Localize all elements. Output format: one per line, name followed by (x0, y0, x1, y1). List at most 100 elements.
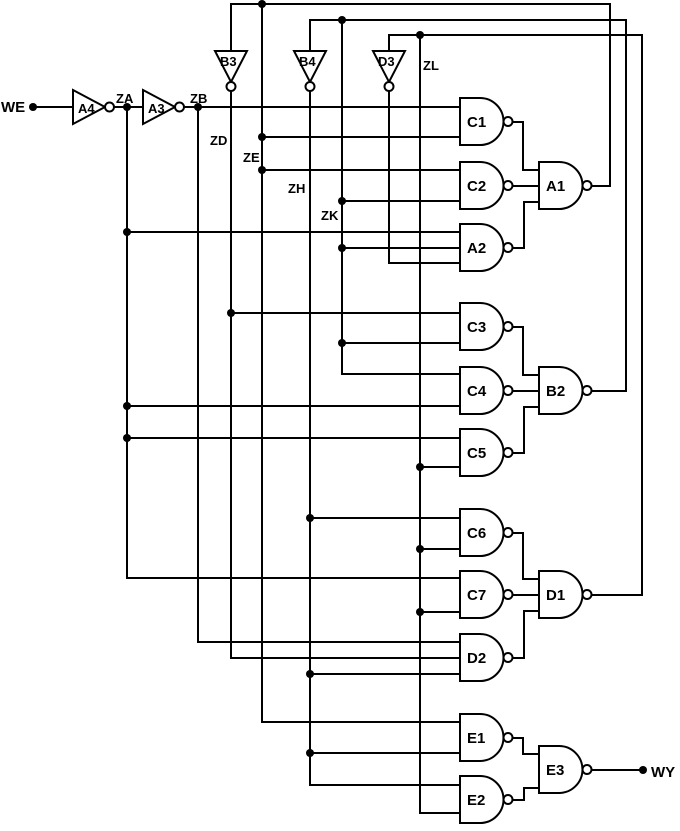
inversion-bubble-icon (581, 180, 593, 191)
wire-d1-feedback (388, 34, 643, 596)
nand-body (459, 428, 505, 477)
nand-gate-D1: D1 (538, 570, 593, 619)
wire-b2-feedback (309, 19, 627, 392)
wire-zb-bus (197, 107, 460, 643)
inverter-body (142, 88, 178, 126)
signal-label-ZH: ZH (288, 181, 305, 196)
nand-gate-C2: C2 (459, 161, 514, 210)
inverter-gate-B3: B3 (213, 50, 249, 92)
gate-label-D2: D2 (467, 650, 486, 667)
wire-zl-bus (419, 35, 460, 814)
gate-label-A1: A1 (546, 178, 565, 195)
gate-label-B4: B4 (299, 54, 316, 69)
nand-body (538, 745, 584, 794)
nand-body (538, 570, 584, 619)
nand-body (459, 775, 505, 824)
wire-c5-to-b2 (512, 406, 539, 454)
nand-body (459, 97, 505, 146)
wire-zd-bus (230, 91, 460, 659)
gate-label-B3: B3 (220, 54, 237, 69)
junction-dot (338, 16, 346, 24)
gate-label-A3: A3 (148, 101, 165, 116)
nand-body (459, 302, 505, 351)
junction-dot (306, 514, 314, 522)
inverter-gate-A3: A3 (142, 88, 185, 126)
inverter-gate-A4: A4 (72, 88, 115, 126)
inversion-bubble-icon (383, 81, 395, 92)
inversion-bubble-icon (502, 527, 514, 538)
inversion-bubble-icon (502, 447, 514, 458)
gate-label-E3: E3 (546, 762, 564, 779)
inversion-bubble-icon (502, 589, 514, 600)
wy-terminal-dot (639, 766, 647, 774)
junction-dot (338, 244, 346, 252)
wire-ze-bus (261, 4, 460, 723)
inverter-body (72, 88, 108, 126)
gate-label-A2: A2 (467, 240, 486, 257)
gate-label-E2: E2 (467, 792, 485, 809)
signal-label-ZA: ZA (116, 91, 134, 106)
inversion-bubble-icon (581, 589, 593, 600)
nand-body (459, 223, 505, 272)
nand-gate-A1: A1 (538, 161, 593, 210)
wire-a1-feedback (230, 3, 611, 187)
gate-label-D1: D1 (546, 587, 565, 604)
signal-label-ZE: ZE (243, 150, 260, 165)
junction-dot (258, 166, 266, 174)
gate-label-D3: D3 (378, 54, 395, 69)
wire-za-bus (126, 107, 460, 579)
we-terminal-dot (29, 103, 37, 111)
wire-zh-bus (309, 91, 460, 786)
junction-dot (123, 103, 131, 111)
gate-label-C7: C7 (467, 587, 486, 604)
signal-label-ZD: ZD (210, 133, 227, 148)
nand-gate-C6: C6 (459, 508, 514, 557)
wire-c6-to-d1 (512, 532, 539, 580)
wire-d3-out (388, 91, 460, 264)
nand-body (459, 713, 505, 762)
nand-body (538, 161, 584, 210)
wire-zk-bus (341, 20, 460, 375)
signal-label-ZB: ZB (190, 91, 207, 106)
inversion-bubble-icon (174, 101, 185, 113)
inverter-body (292, 50, 328, 85)
inversion-bubble-icon (502, 732, 514, 743)
inverter-body (371, 50, 407, 85)
signal-label-ZL: ZL (423, 58, 439, 73)
nand-gate-E2: E2 (459, 775, 514, 824)
inverter-gate-D3: D3 (371, 50, 407, 92)
inversion-bubble-icon (502, 180, 514, 191)
inversion-bubble-icon (502, 321, 514, 332)
junction-dot (123, 434, 131, 442)
inversion-bubble-icon (581, 385, 593, 396)
inversion-bubble-icon (502, 242, 514, 253)
nand-gate-C1: C1 (459, 97, 514, 146)
nand-body (459, 633, 505, 682)
inversion-bubble-icon (502, 385, 514, 396)
nand-gate-E3: E3 (538, 745, 593, 794)
inversion-bubble-icon (581, 764, 593, 775)
nand-gate-C4: C4 (459, 366, 514, 415)
signal-label-ZK: ZK (321, 208, 339, 223)
junction-dot (258, 0, 266, 8)
inverter-gate-B4: B4 (292, 50, 328, 92)
junction-dot (416, 608, 424, 616)
wire-a2-to-a1 (512, 201, 539, 249)
junction-dot (123, 228, 131, 236)
inversion-bubble-icon (502, 116, 514, 127)
nand-body (459, 570, 505, 619)
signal-label-WE: WE (1, 99, 25, 116)
nand-gate-E1: E1 (459, 713, 514, 762)
junction-dot (194, 103, 202, 111)
wire-e2-to-e3 (512, 787, 539, 801)
gate-label-C4: C4 (467, 383, 487, 400)
wire-c3-to-b2 (512, 326, 539, 376)
junction-dot (416, 463, 424, 471)
junction-dot (306, 670, 314, 678)
nand-gate-C5: C5 (459, 428, 514, 477)
inverter-body (213, 50, 249, 85)
gate-label-C2: C2 (467, 178, 486, 195)
nand-gate-C7: C7 (459, 570, 514, 619)
